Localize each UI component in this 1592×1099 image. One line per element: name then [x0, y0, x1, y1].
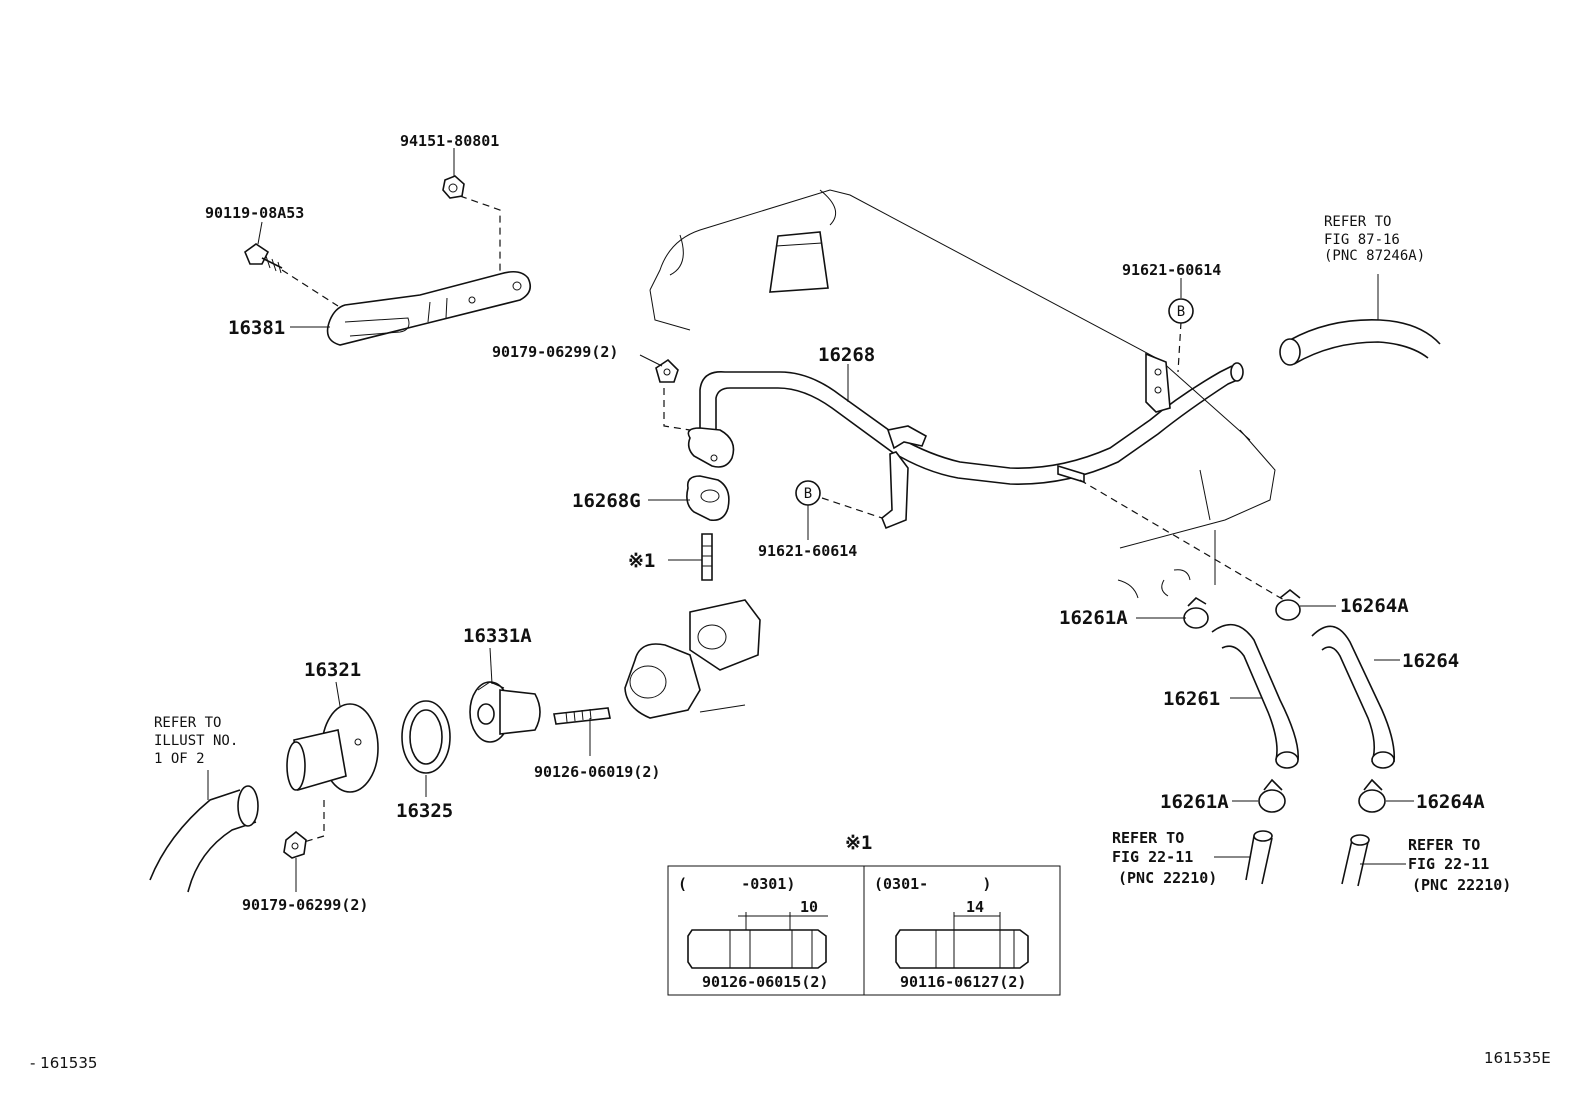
- clamp-16264A-bottom: [1358, 778, 1386, 813]
- label-16268: 16268: [818, 344, 875, 366]
- label-16261A-top: 16261A: [1059, 607, 1128, 629]
- label-16381: 16381: [228, 317, 285, 339]
- label-16261: 16261: [1163, 688, 1220, 710]
- ref-fig87: REFER TO FIG 87-16 (PNC 87246A): [1324, 214, 1425, 264]
- svg-text:FIG 22-11: FIG 22-11: [1408, 855, 1489, 873]
- inset-title: ※1: [845, 832, 872, 854]
- label-90119-08A53: 90119-08A53: [205, 204, 304, 222]
- thermostat-16331A: [469, 681, 541, 743]
- svg-text:B: B: [804, 486, 812, 502]
- leader-lines: [207, 148, 1414, 892]
- svg-text:REFER TO: REFER TO: [154, 715, 221, 731]
- nut-90179-top: [655, 358, 679, 383]
- stud-90126-06015: [687, 929, 827, 969]
- hose-16261: [1211, 623, 1299, 769]
- footer-right: 161535E: [1484, 1049, 1551, 1067]
- inset-right-part: 90116-06127(2): [900, 973, 1026, 991]
- hose-16264: [1311, 625, 1396, 769]
- label-91621-60614-bottom: 91621-60614: [758, 542, 857, 560]
- pipe-bottom-left: [1245, 830, 1273, 885]
- label-16261A-bottom: 16261A: [1160, 791, 1229, 813]
- svg-text:B: B: [1177, 304, 1185, 320]
- svg-text:REFER TO: REFER TO: [1408, 836, 1480, 854]
- label-91621-60614-top: 91621-60614: [1122, 261, 1221, 279]
- label-16331A: 16331A: [463, 625, 532, 647]
- hose-top-right: [1279, 319, 1441, 366]
- svg-text:FIG 22-11: FIG 22-11: [1112, 848, 1193, 866]
- ref-fig22-right: REFER TO FIG 22-11 (PNC 22210): [1408, 836, 1511, 894]
- label-90179-06299-bottom: 90179-06299(2): [242, 896, 368, 914]
- pipe-bottom-right: [1341, 834, 1370, 887]
- marker-b-top: B: [1168, 298, 1194, 324]
- clamp-16261A-top: [1117, 569, 1209, 629]
- inset-left-dim: 10: [800, 898, 818, 916]
- svg-text:(PNC 22210): (PNC 22210): [1118, 869, 1217, 887]
- stud-90126: [553, 707, 611, 725]
- label-94151-80801: 94151-80801: [400, 132, 499, 150]
- nut-90179-bottom: [283, 830, 307, 859]
- svg-text:(PNC 87246A): (PNC 87246A): [1324, 248, 1425, 264]
- ref-illust: REFER TO ILLUST NO. 1 OF 2: [154, 715, 238, 767]
- svg-text:REFER TO: REFER TO: [1112, 829, 1184, 847]
- inset-left-part: 90126-06015(2): [702, 973, 828, 991]
- bracket-16381: [326, 270, 531, 346]
- label-90179-06299-top: 90179-06299(2): [492, 343, 618, 361]
- svg-text:1 OF 2: 1 OF 2: [154, 751, 205, 767]
- gasket-16325: [401, 700, 451, 774]
- hose-lower-left: [149, 785, 259, 893]
- label-16264A-top: 16264A: [1340, 595, 1409, 617]
- inlet-16321: [286, 703, 379, 793]
- footer-left: - 161535: [30, 1054, 97, 1072]
- part-labels: 94151-80801 90119-08A53 16381 90179-0629…: [205, 132, 1485, 914]
- inset-right-dim: 14: [966, 898, 984, 916]
- svg-text:FIG 87-16: FIG 87-16: [1324, 232, 1400, 248]
- label-16264A-bottom: 16264A: [1416, 791, 1485, 813]
- svg-text:REFER TO: REFER TO: [1324, 214, 1391, 230]
- gasket-16268G: [686, 475, 730, 522]
- clamp-16264A-top: [1275, 588, 1301, 621]
- svg-text:(PNC 22210): (PNC 22210): [1412, 876, 1511, 894]
- nut-94151: [442, 175, 465, 199]
- stud-90116-06127: [895, 929, 1029, 969]
- label-16264: 16264: [1402, 650, 1459, 672]
- label-16325: 16325: [396, 800, 453, 822]
- clamp-16261A-bottom: [1258, 778, 1286, 813]
- svg-text:ILLUST NO.: ILLUST NO.: [154, 733, 238, 749]
- inset-right-range: (0301- ): [874, 875, 991, 893]
- engine-housing: [624, 189, 1276, 719]
- inset-note1: ※1 ( -0301) 10 90126-06015(2) (0301- ) 1…: [667, 832, 1061, 996]
- label-16268G: 16268G: [572, 490, 641, 512]
- marker-b-bottom: B: [795, 480, 821, 506]
- label-90126-06019: 90126-06019(2): [534, 763, 660, 781]
- label-note1: ※1: [628, 550, 655, 572]
- ref-fig22-left: REFER TO FIG 22-11 (PNC 22210): [1112, 829, 1217, 887]
- stud-note1: [701, 533, 713, 581]
- bolt-90119: [244, 243, 283, 274]
- label-16321: 16321: [304, 659, 361, 681]
- water-pipe-16268: [687, 352, 1244, 530]
- inset-left-range: ( -0301): [678, 875, 795, 893]
